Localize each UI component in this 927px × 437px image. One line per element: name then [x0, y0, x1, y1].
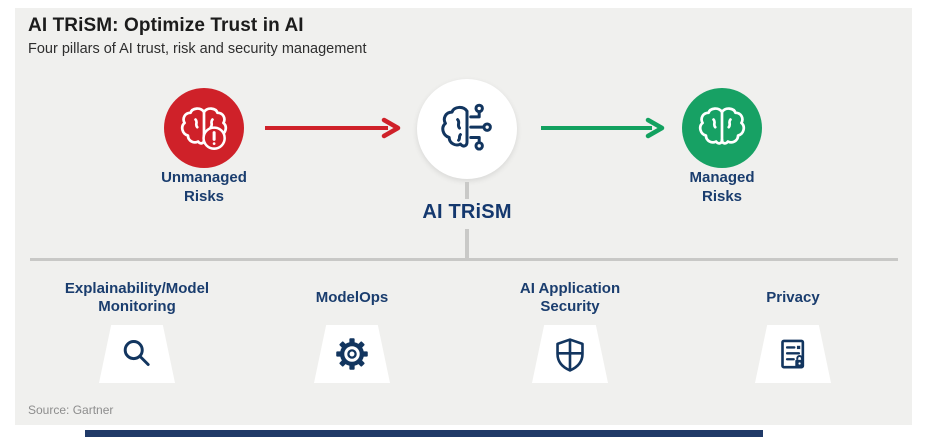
managed-risks-node — [682, 88, 762, 168]
search-icon — [116, 333, 158, 375]
pillar-label: Privacy — [766, 288, 820, 306]
pillar-pedestal — [532, 325, 608, 383]
source-note: Source: Gartner — [28, 403, 114, 417]
privacy-doc-lock-icon — [772, 333, 814, 375]
trism-connector-bottom — [465, 229, 469, 259]
brain-alert-icon — [177, 101, 231, 155]
trism-node — [417, 79, 517, 179]
trism-connector-top — [465, 182, 469, 199]
pillar-label: ModelOps — [315, 288, 389, 306]
pillar-label: AI Application Security — [519, 279, 621, 315]
shield-icon — [549, 333, 591, 375]
green-arrow-icon — [538, 117, 668, 139]
page-subtitle: Four pillars of AI trust, risk and secur… — [28, 41, 367, 57]
brain-icon — [695, 101, 749, 155]
pillars-divider — [30, 258, 898, 261]
unmanaged-risks-node — [164, 88, 244, 168]
pillar-ai-application-security: AI Application Security — [470, 278, 670, 383]
unmanaged-risks-label: Unmanaged Risks — [161, 169, 247, 205]
red-arrow-icon — [262, 117, 404, 139]
pillar-modelops: ModelOps — [252, 278, 452, 383]
pillar-privacy: Privacy — [693, 278, 893, 383]
trism-label: AI TRiSM — [422, 201, 512, 223]
pillar-label: Explainability/Model Monitoring — [64, 279, 210, 315]
pillar-pedestal — [99, 325, 175, 383]
footer-bar — [85, 430, 763, 437]
page-title: AI TRiSM: Optimize Trust in AI — [28, 15, 304, 36]
pillar-pedestal — [314, 325, 390, 383]
pillar-pedestal — [755, 325, 831, 383]
brain-circuit-icon — [437, 99, 497, 159]
gear-icon — [331, 333, 373, 375]
pillar-explainability-model-monitoring: Explainability/Model Monitoring — [37, 278, 237, 383]
managed-risks-label: Managed Risks — [689, 169, 755, 205]
